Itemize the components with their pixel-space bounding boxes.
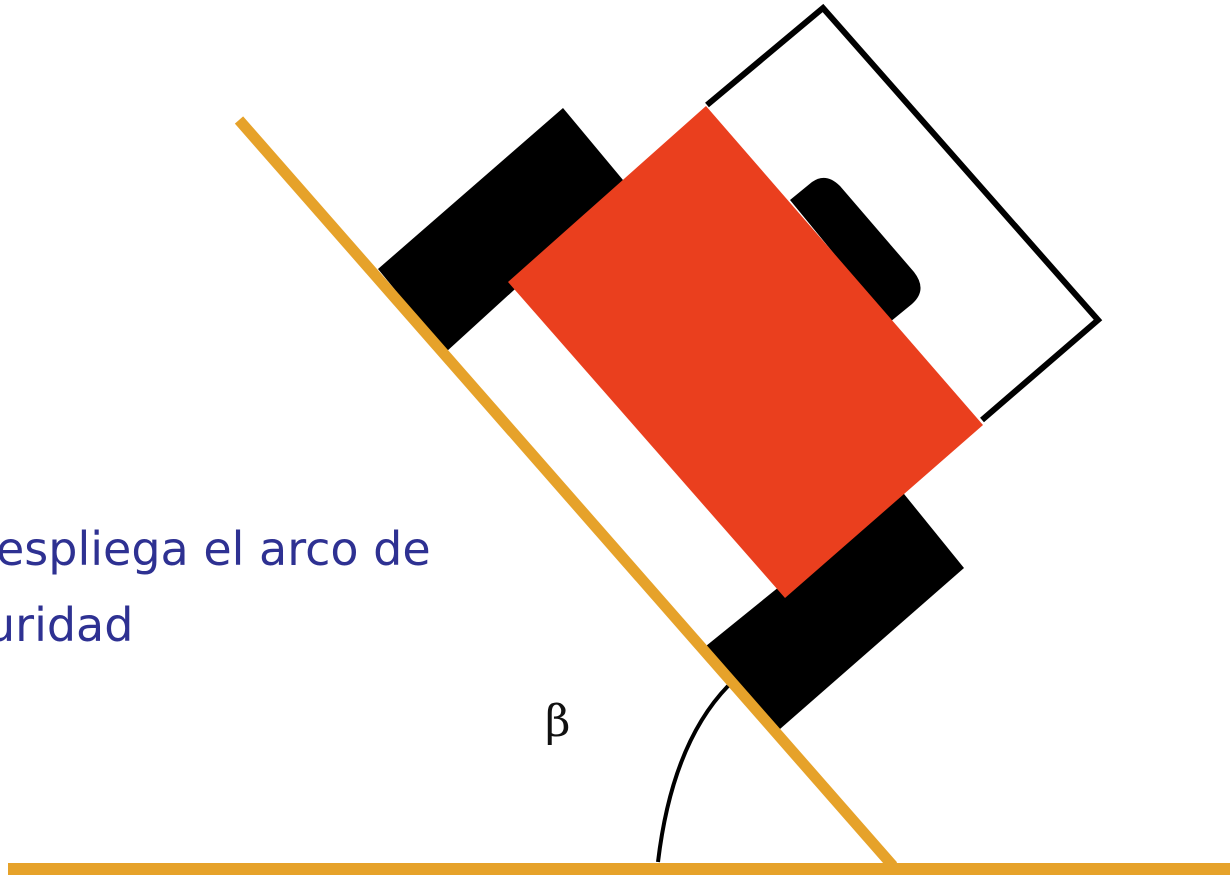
upper-wheel: [378, 108, 628, 352]
safety-arc-frame: [705, 3, 1103, 423]
seat-block: [790, 177, 921, 322]
angle-label: β: [545, 696, 571, 747]
slope-line: [234, 116, 898, 870]
angle-arc-icon: [656, 684, 730, 863]
caption-line-2: uridad: [0, 598, 134, 652]
lower-wheel: [706, 489, 964, 729]
caption-line-1: espliega el arco de: [0, 522, 431, 576]
vehicle-body: [508, 106, 983, 598]
